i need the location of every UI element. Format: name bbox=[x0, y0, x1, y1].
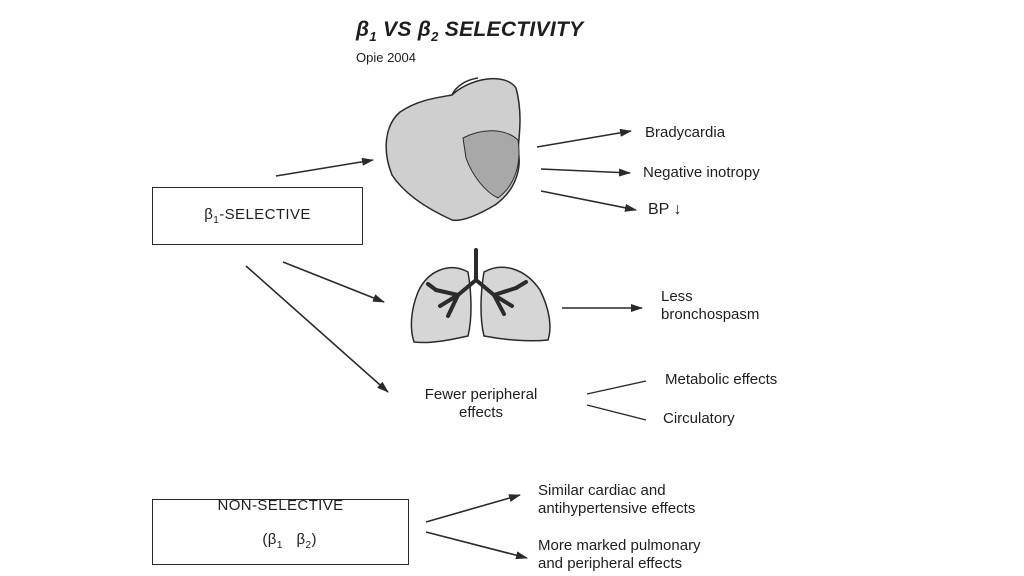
nonselective-beta2: β bbox=[282, 530, 306, 548]
nonselective-sub1: 1 bbox=[276, 539, 283, 551]
effect-less: Less bbox=[661, 288, 693, 305]
arrow-nonselective-pulmonary bbox=[425, 531, 528, 560]
effect-bp-down: BP ↓ bbox=[648, 201, 682, 218]
effect-circulatory: Circulatory bbox=[663, 410, 735, 427]
title-sub-2: 2 bbox=[431, 29, 439, 45]
effect-less-bronchospasm: Less bronchospasm bbox=[661, 288, 759, 324]
arrow-heart-bradycardia bbox=[536, 128, 632, 148]
arrow-heart-bp bbox=[540, 190, 637, 212]
selective-rest: -SELECTIVE bbox=[219, 206, 311, 223]
right-lung bbox=[480, 266, 551, 342]
effect-negative-inotropy: Negative inotropy bbox=[643, 164, 760, 181]
selective-sub: 1 bbox=[213, 215, 220, 226]
heart-illustration bbox=[385, 77, 521, 222]
arrow-heart-inotropy bbox=[540, 168, 631, 177]
heart-ventricle-shade bbox=[462, 130, 520, 199]
similar-cardiac-line2: antihypertensive effects bbox=[538, 500, 696, 517]
arrow-selective-to-peripheral bbox=[245, 265, 389, 393]
arrow-nonselective-cardiac bbox=[425, 494, 521, 523]
branch-circulatory bbox=[586, 404, 647, 421]
effect-similar-cardiac: Similar cardiac and antihypertensive eff… bbox=[538, 482, 695, 518]
fewer-peripheral-effects: Fewer peripheral effects bbox=[398, 386, 564, 422]
beta1-selective-label: β1-SELECTIVE bbox=[204, 206, 311, 226]
nonselective-line1: NON-SELECTIVE bbox=[217, 496, 344, 514]
diagram-title: β1 VS β2 SELECTIVITY bbox=[356, 18, 583, 44]
arrow-selective-to-lungs bbox=[282, 261, 385, 303]
nonselective-beta1: (β bbox=[262, 530, 277, 548]
effect-bradycardia: Bradycardia bbox=[645, 124, 726, 141]
peripheral-line1: Fewer peripheral bbox=[424, 386, 538, 403]
title-rest: SELECTIVITY bbox=[438, 18, 584, 41]
bronchial-tree bbox=[426, 248, 528, 318]
title-vs: VS bbox=[376, 18, 418, 41]
more-marked-line1: More marked pulmonary bbox=[538, 537, 701, 554]
effect-metabolic: Metabolic effects bbox=[665, 371, 778, 388]
similar-cardiac-line1: Similar cardiac and bbox=[538, 482, 666, 499]
effect-bronchospasm: bronchospasm bbox=[661, 306, 760, 323]
branch-metabolic bbox=[586, 380, 647, 395]
heart-vessel bbox=[451, 77, 479, 96]
nonselective-close: ) bbox=[311, 530, 317, 548]
selective-beta: β bbox=[204, 206, 214, 223]
arrow-selective-to-heart bbox=[275, 157, 374, 177]
nonselective-sub2: 2 bbox=[305, 539, 312, 551]
title-sub-1: 1 bbox=[369, 29, 377, 45]
lungs-illustration bbox=[410, 248, 551, 344]
more-marked-line2: and peripheral effects bbox=[538, 555, 682, 572]
beta1-selective-box: β1-SELECTIVE bbox=[152, 187, 363, 245]
citation: Opie 2004 bbox=[356, 50, 416, 65]
title-beta: β bbox=[356, 18, 370, 41]
effect-more-marked-pulmonary: More marked pulmonary and peripheral eff… bbox=[538, 537, 701, 573]
nonselective-box: NON-SELECTIVE (β1 β2) bbox=[152, 496, 409, 568]
title-beta-2: β bbox=[417, 18, 432, 41]
nonselective-line2: (β1 β2) bbox=[244, 514, 317, 568]
peripheral-line2: effects bbox=[459, 404, 503, 421]
